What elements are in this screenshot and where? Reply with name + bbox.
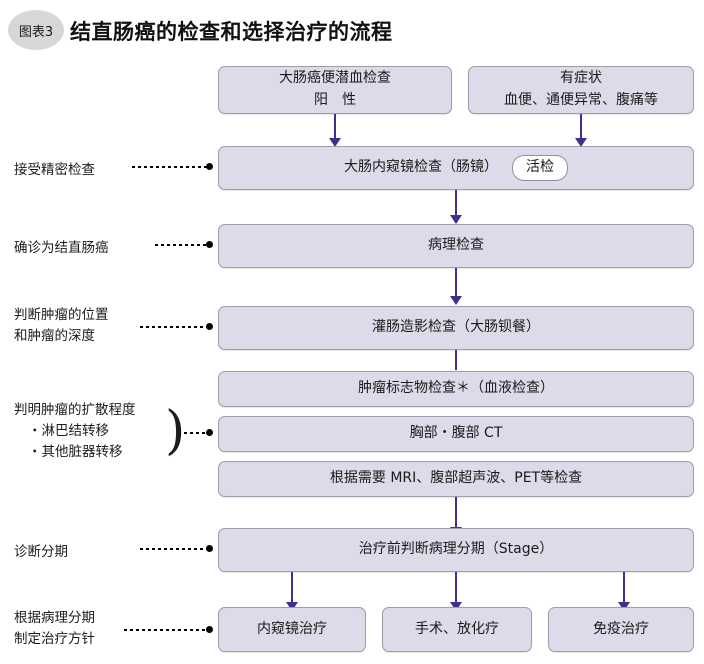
- arrow-barium-to-spread-line: [455, 350, 457, 370]
- arrow-staging-to-endoscopic-head: [286, 602, 298, 611]
- page-title: 结直肠癌的检查和选择治疗的流程: [70, 20, 393, 44]
- biopsy-badge: 活检: [512, 155, 568, 181]
- grouping-bracket: ): [165, 401, 186, 461]
- box-optional-imaging: 根据需要 MRI、腹部超声波、PET等检查: [218, 461, 694, 497]
- tumor-spread-line1: 判明肿瘤的扩散程度: [14, 402, 136, 418]
- diagnostic-staging-line1: 诊断分期: [14, 544, 68, 560]
- stage-label-tumor-location-depth: 判断肿瘤的位置 和肿瘤的深度: [14, 305, 109, 347]
- barium-label: 灌肠造影检查（大肠钡餐）: [372, 319, 540, 336]
- tumor-location-line2: 和肿瘤的深度: [14, 327, 95, 344]
- arrow-spread-to-staging-line: [455, 497, 457, 529]
- leader-screening-exam: [132, 166, 210, 168]
- leader-treatment-policy: [124, 629, 210, 631]
- surgery-chemoradiation-label: 手术、放化疗: [415, 620, 499, 637]
- treatment-policy-line1: 根据病理分期: [14, 610, 95, 626]
- staging-label: 治疗前判断病理分期（Stage）: [358, 541, 554, 558]
- leader-tumor-location-depth: [140, 326, 210, 328]
- box-endoscopy: 大肠内窥镜检查（肠镜） 活检: [218, 146, 694, 190]
- leader-dot-tumor-location-depth: [206, 323, 213, 330]
- stage-label-tumor-spread: 判明肿瘤的扩散程度 ・淋巴结转移 ・其他脏器转移: [14, 400, 136, 463]
- optional-imaging-label: 根据需要 MRI、腹部超声波、PET等检查: [329, 470, 583, 487]
- confirm-diagnosis-line1: 确诊为结直肠癌: [14, 240, 109, 256]
- arrow-pathology-to-barium-head: [450, 296, 462, 305]
- box-tumor-marker: 肿瘤标志物检查＊（血液检查）: [218, 371, 694, 407]
- pathology-label: 病理检查: [428, 237, 484, 254]
- tumor-location-line1: 判断肿瘤的位置: [14, 307, 109, 323]
- leader-diagnostic-staging: [140, 548, 210, 550]
- endoscopy-label: 大肠内窥镜检查（肠镜）: [344, 159, 498, 176]
- entry-fobt-line1: 大肠癌便潜血检查: [279, 70, 391, 87]
- box-endoscopic-therapy: 内窥镜治疗: [218, 607, 366, 652]
- screening-exam-line1: 接受精密检查: [14, 162, 95, 178]
- ct-scan-label: 胸部・腹部 CT: [409, 425, 503, 442]
- arrow-staging-to-surgery-line: [455, 572, 457, 604]
- arrow-staging-to-immuno-head: [618, 602, 630, 611]
- treatment-policy-line2: 制定治疗方针: [14, 630, 95, 647]
- arrow-staging-to-immuno-line: [623, 572, 625, 604]
- box-ct-scan: 胸部・腹部 CT: [218, 416, 694, 452]
- endoscopic-therapy-label: 内窥镜治疗: [257, 620, 327, 637]
- arrow-staging-to-surgery-head: [450, 602, 462, 611]
- leader-tumor-spread: [184, 432, 210, 434]
- arrow-endoscopy-to-pathology-head: [450, 215, 462, 224]
- leader-dot-treatment-policy: [206, 626, 213, 633]
- leader-dot-diagnostic-staging: [206, 545, 213, 552]
- entry-box-symptoms: 有症状 血便、通便异常、腹痛等: [468, 66, 694, 114]
- tumor-marker-label: 肿瘤标志物检查＊（血液检查）: [358, 380, 554, 397]
- entry-fobt-line2: 阳 性: [314, 92, 356, 108]
- tumor-spread-line2: ・淋巴结转移: [28, 422, 109, 439]
- box-surgery-chemoradiation: 手术、放化疗: [382, 607, 532, 652]
- stage-label-screening-exam: 接受精密检查: [14, 160, 95, 181]
- stage-label-treatment-policy: 根据病理分期 制定治疗方针: [14, 608, 95, 650]
- arrow-fobt-to-endoscopy-line: [334, 114, 336, 140]
- box-staging: 治疗前判断病理分期（Stage）: [218, 528, 694, 572]
- entry-symptoms-line2: 血便、通便异常、腹痛等: [504, 92, 658, 108]
- leader-dot-screening-exam: [206, 163, 213, 170]
- box-pathology: 病理检查: [218, 224, 694, 268]
- arrow-endoscopy-to-pathology-line: [455, 190, 457, 217]
- stage-label-diagnostic-staging: 诊断分期: [14, 542, 68, 563]
- leader-confirm-diagnosis: [155, 244, 210, 246]
- box-immunotherapy: 免疫治疗: [548, 607, 694, 652]
- stage-label-confirm-diagnosis: 确诊为结直肠癌: [14, 238, 109, 259]
- box-barium-enema: 灌肠造影检查（大肠钡餐）: [218, 306, 694, 350]
- leader-dot-tumor-spread: [206, 429, 213, 436]
- arrow-symptoms-to-endoscopy-line: [580, 114, 582, 140]
- arrow-fobt-to-endoscopy-head: [329, 138, 341, 147]
- figure-number-badge: 图表3: [8, 10, 64, 50]
- entry-symptoms-line1: 有症状: [560, 70, 602, 87]
- tumor-spread-line3: ・其他脏器转移: [28, 443, 123, 460]
- arrow-staging-to-endoscopic-line: [291, 572, 293, 604]
- arrow-symptoms-to-endoscopy-head: [575, 138, 587, 147]
- immunotherapy-label: 免疫治疗: [593, 620, 649, 637]
- leader-dot-confirm-diagnosis: [206, 241, 213, 248]
- entry-box-fobt: 大肠癌便潜血检查 阳 性: [218, 66, 452, 114]
- arrow-pathology-to-barium-line: [455, 268, 457, 298]
